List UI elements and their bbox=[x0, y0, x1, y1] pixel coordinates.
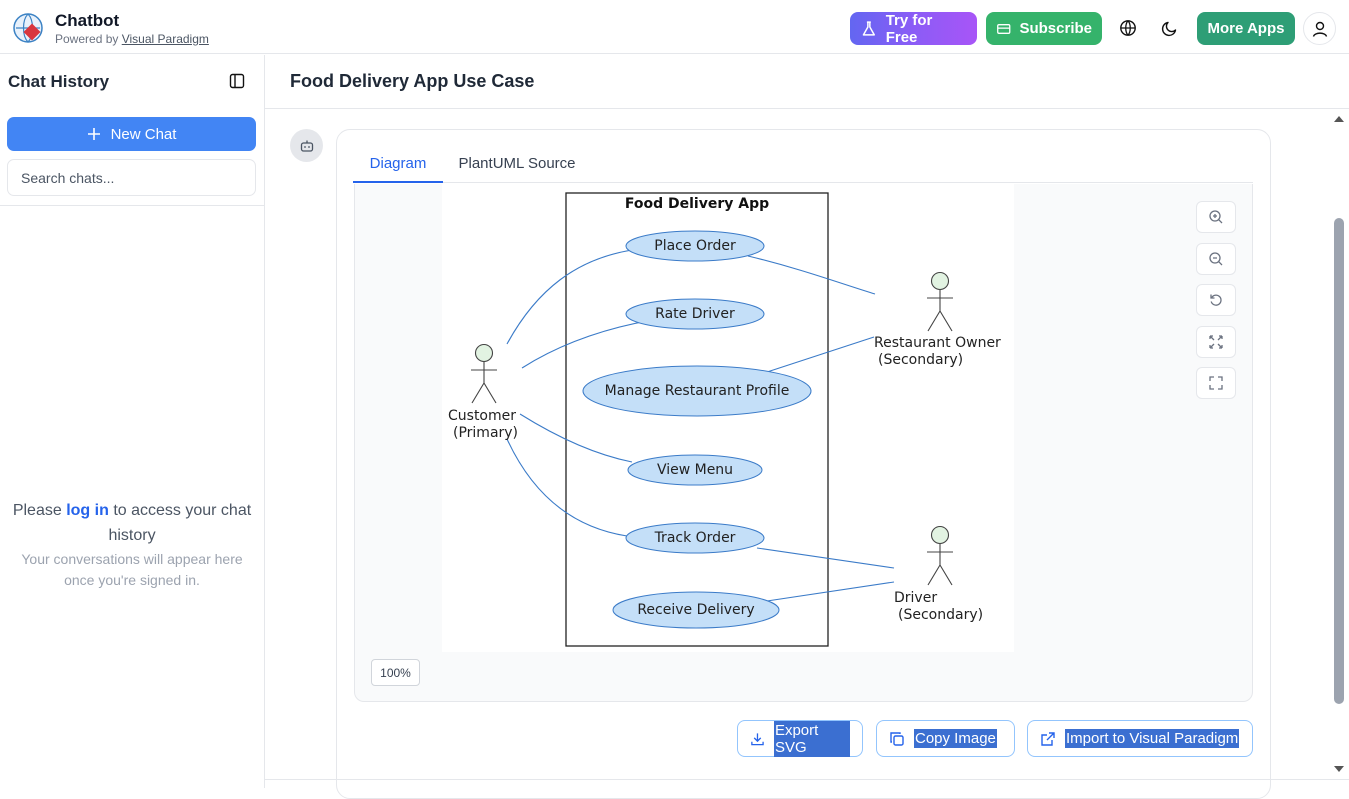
plus-icon bbox=[87, 128, 100, 140]
usecase-manage-restaurant-profile: Manage Restaurant Profile bbox=[605, 383, 790, 399]
moon-icon bbox=[1161, 21, 1177, 37]
chat-history-sidebar: Chat History New Chat Please log in to a… bbox=[0, 55, 265, 788]
zoom-in-icon bbox=[1209, 210, 1223, 224]
actor-customer-role: (Primary) bbox=[453, 425, 518, 441]
language-button[interactable] bbox=[1117, 17, 1139, 39]
rotate-ccw-icon bbox=[1210, 294, 1222, 306]
usecase-rate-driver: Rate Driver bbox=[655, 306, 735, 322]
external-link-icon bbox=[1041, 731, 1055, 746]
login-message: Please log in to access your chat histor… bbox=[0, 498, 264, 548]
globe-icon bbox=[1120, 20, 1136, 36]
login-subtext: Your conversations will appear here once… bbox=[21, 551, 243, 588]
scroll-up-arrow-icon[interactable] bbox=[1332, 114, 1346, 124]
usecase-view-menu: View Menu bbox=[657, 462, 733, 478]
fullscreen-button[interactable] bbox=[1196, 367, 1236, 399]
assoc-owner-place-order bbox=[747, 255, 876, 295]
powered-prefix: Powered by bbox=[55, 32, 119, 46]
chat-history-title: Chat History bbox=[8, 72, 110, 91]
zoom-out-button[interactable] bbox=[1196, 243, 1236, 275]
actor-restaurant-owner-figure bbox=[927, 271, 953, 332]
usecase-place-order: Place Order bbox=[654, 238, 736, 254]
usecase-track-order: Track Order bbox=[654, 530, 736, 546]
user-icon bbox=[1312, 21, 1327, 37]
assoc-customer-place-order bbox=[506, 249, 633, 345]
more-apps-label: More Apps bbox=[1207, 20, 1285, 37]
actor-driver-role: (Secondary) bbox=[898, 607, 983, 623]
actor-customer-figure bbox=[471, 343, 497, 404]
actor-driver-name: Driver bbox=[894, 590, 937, 606]
actor-restaurant-owner-name: Restaurant Owner bbox=[874, 335, 1001, 351]
import-to-visual-paradigm-button[interactable]: Import to Visual Paradigm bbox=[1027, 720, 1253, 757]
search-chats-input[interactable] bbox=[7, 159, 256, 196]
page-title: Food Delivery App Use Case bbox=[290, 71, 535, 91]
copy-image-button[interactable]: Copy Image bbox=[876, 720, 1015, 757]
bottom-divider bbox=[265, 779, 1349, 780]
fit-to-view-button[interactable] bbox=[1196, 326, 1236, 358]
usecase-rate-driver-shape bbox=[625, 298, 765, 330]
assoc-driver-receive-delivery bbox=[766, 581, 895, 602]
assoc-customer-track-order bbox=[506, 438, 628, 537]
login-link[interactable]: log in bbox=[66, 502, 109, 519]
diagram-canvas: Food Delivery App Place Order Rate Drive… bbox=[442, 184, 1014, 652]
usecase-view-menu-shape bbox=[627, 454, 763, 486]
export-svg-button[interactable]: Export SVG bbox=[737, 720, 863, 757]
expand-arrows-icon bbox=[1209, 335, 1223, 349]
header-divider bbox=[265, 108, 1349, 109]
subscribe-button[interactable]: Subscribe bbox=[986, 12, 1102, 45]
copy-icon bbox=[890, 731, 904, 746]
zoom-in-button[interactable] bbox=[1196, 201, 1236, 233]
visual-paradigm-link[interactable]: Visual Paradigm bbox=[121, 32, 209, 46]
assoc-owner-manage-profile bbox=[763, 336, 875, 374]
assoc-customer-rate-driver bbox=[521, 321, 643, 369]
assoc-customer-view-menu bbox=[519, 413, 633, 463]
powered-by: Powered by Visual Paradigm bbox=[55, 32, 209, 46]
bot-avatar bbox=[290, 129, 323, 162]
usecase-manage-restaurant-profile-shape bbox=[582, 365, 812, 417]
usecase-receive-delivery-shape bbox=[612, 591, 780, 629]
more-apps-button[interactable]: More Apps bbox=[1197, 12, 1295, 45]
login-prefix: Please bbox=[12, 502, 62, 519]
system-boundary bbox=[565, 192, 829, 647]
top-bar: Chatbot Powered by Visual Paradigm Try f… bbox=[0, 0, 1349, 54]
association-lines bbox=[506, 249, 895, 602]
fullscreen-icon bbox=[1209, 376, 1223, 390]
zoom-out-icon bbox=[1209, 252, 1223, 266]
robot-icon bbox=[300, 140, 313, 152]
try-for-free-label: Try for Free bbox=[885, 11, 933, 46]
download-icon bbox=[751, 732, 764, 745]
usecase-track-order-shape bbox=[625, 522, 765, 554]
visual-paradigm-logo-icon[interactable] bbox=[12, 12, 44, 44]
subscribe-label: Subscribe bbox=[1019, 20, 1092, 37]
try-for-free-button[interactable]: Try for Free bbox=[850, 11, 977, 46]
new-chat-button[interactable]: New Chat bbox=[7, 117, 256, 151]
tab-diagram[interactable]: Diagram bbox=[353, 145, 443, 183]
tab-plantuml-source[interactable]: PlantUML Source bbox=[458, 155, 576, 172]
export-svg-label: Export SVG bbox=[773, 720, 850, 757]
view-tabs: Diagram PlantUML Source bbox=[353, 145, 1253, 183]
usecase-receive-delivery: Receive Delivery bbox=[637, 602, 754, 618]
reset-zoom-button[interactable] bbox=[1196, 284, 1236, 316]
app-title: Chatbot bbox=[55, 11, 120, 30]
login-suffix: to access your chat history bbox=[108, 502, 252, 544]
use-case-diagram: Food Delivery App Place Order Rate Drive… bbox=[448, 192, 1001, 647]
new-chat-label: New Chat bbox=[110, 125, 177, 143]
zoom-level-indicator: 100% bbox=[371, 659, 420, 686]
scroll-down-arrow-icon[interactable] bbox=[1332, 764, 1346, 774]
actor-restaurant-owner-role: (Secondary) bbox=[878, 352, 963, 368]
copy-image-label: Copy Image bbox=[914, 729, 997, 748]
import-label: Import to Visual Paradigm bbox=[1065, 729, 1240, 748]
credit-card-icon bbox=[997, 23, 1011, 34]
main-scrollbar[interactable] bbox=[1329, 110, 1349, 780]
actor-driver-figure bbox=[927, 525, 953, 586]
flask-icon bbox=[862, 20, 876, 36]
actor-customer-name: Customer bbox=[448, 408, 516, 424]
sidebar-divider bbox=[0, 205, 264, 206]
assoc-driver-track-order bbox=[756, 547, 895, 569]
usecase-place-order-shape bbox=[625, 230, 765, 262]
system-name: Food Delivery App bbox=[625, 196, 769, 212]
theme-toggle-button[interactable] bbox=[1159, 17, 1181, 39]
sidebar-toggle-icon[interactable] bbox=[229, 73, 245, 89]
user-account-button[interactable] bbox=[1303, 12, 1336, 45]
scrollbar-thumb[interactable] bbox=[1334, 218, 1344, 704]
